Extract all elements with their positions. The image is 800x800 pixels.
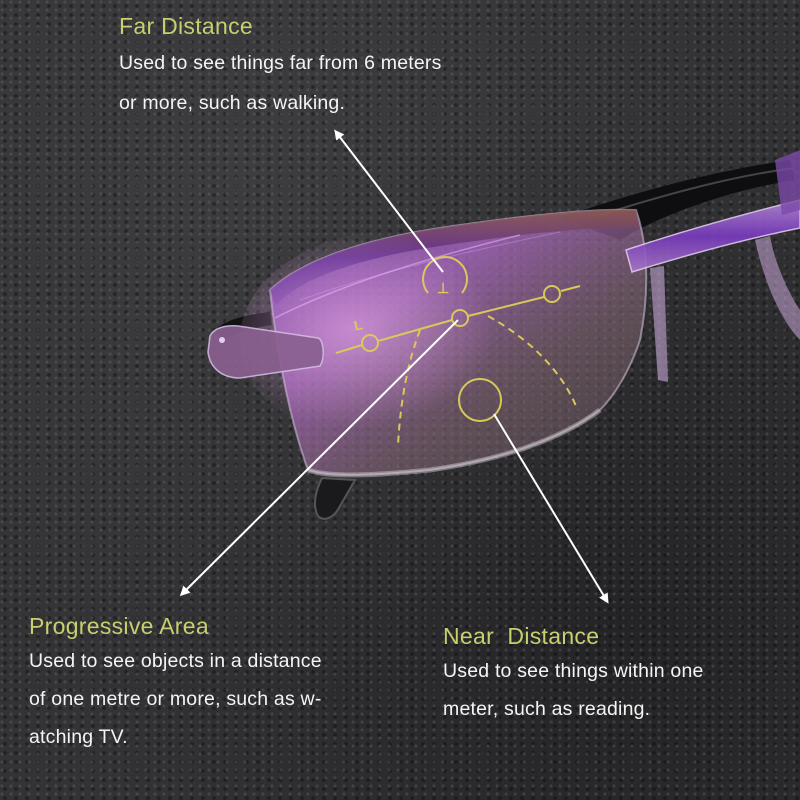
far-distance-label: Far Distance Used to see things far from… (119, 12, 442, 123)
near-distance-line-2: meter, such as reading. (443, 698, 651, 720)
progressive-area-heading: Progressive Area (29, 613, 209, 639)
progressive-area-line-1: Used to see objects in a distance (29, 650, 322, 672)
arrow-progressive-area (179, 319, 459, 597)
far-distance-heading: Far Distance (119, 13, 253, 39)
bridge-right (625, 199, 800, 273)
progressive-area-line-2: of one metre or more, such as w- (29, 688, 322, 710)
hinge-left (207, 325, 324, 379)
arrow-far-distance (334, 129, 444, 273)
far-distance-line-1: Used to see things far from 6 meters (119, 52, 442, 74)
progressive-area-label: Progressive Area Used to see objects in … (29, 612, 322, 756)
progressive-area-line-3: atching TV. (29, 726, 128, 748)
lens-left-mark: L (352, 316, 364, 334)
arrow-near-distance (493, 413, 609, 604)
lens-top-mark: ⊥ (437, 280, 449, 296)
far-distance-line-2: or more, such as walking. (119, 92, 346, 114)
lens-markings (335, 256, 581, 446)
near-distance-heading: Near Distance (443, 623, 600, 649)
nose-pad (314, 476, 357, 520)
near-distance-line-1: Used to see things within one (443, 660, 704, 682)
near-distance-label: Near Distance Used to see things within … (443, 622, 704, 728)
